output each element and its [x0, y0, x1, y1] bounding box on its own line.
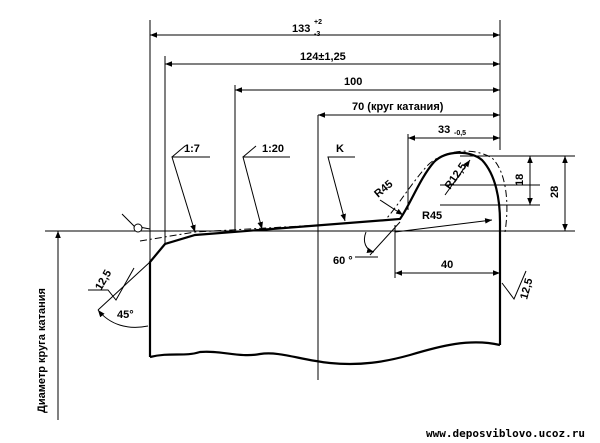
roughness-left: 12,5 [93, 268, 114, 293]
slope-1-20: 1:20 [262, 143, 284, 155]
dim-33-tol: -0,5 [454, 130, 466, 137]
dim-18: 18 [514, 174, 526, 186]
radius-r45-lower: R45 [422, 210, 442, 222]
dim-133-tol-lower: -3 [314, 31, 320, 38]
leader-k [327, 156, 355, 222]
nominal-profile-dashdot [139, 150, 508, 242]
surface-mark-circle [133, 223, 143, 233]
dim-100: 100 [344, 76, 362, 88]
leader-r45-lower [394, 218, 493, 233]
dim-133-tol-upper: +2 [314, 19, 322, 26]
dim-28: 28 [549, 186, 561, 198]
rolling-diameter-label: Диаметр круга катания [36, 288, 48, 413]
point-k: K [336, 143, 344, 155]
angle-60: 60 ° [333, 255, 353, 267]
roughness-right: 12,5 [518, 277, 535, 301]
leader-1-20 [242, 156, 290, 230]
wheel-profile-outline [148, 151, 502, 357]
dim-70-rolling-circle: 70 (круг катания) [352, 101, 444, 113]
dim-40: 40 [441, 259, 453, 271]
radius-r45-upper: R45 [372, 178, 395, 200]
dim-133: 133 [292, 23, 310, 35]
slope-1-7: 1:7 [184, 143, 200, 155]
radius-r12-5: R12,5 [443, 161, 470, 192]
leader-1-7 [171, 156, 210, 233]
roughness-symbol-left [88, 267, 135, 301]
dim-124: 124±1,25 [300, 51, 346, 63]
angle-45: 45° [117, 309, 134, 321]
watermark[interactable]: www.deposviblovo.ucoz.ru [426, 427, 585, 440]
angle-arc-60 [363, 231, 375, 254]
angle-arc-45 [97, 309, 149, 328]
dim-33: 33 [438, 124, 450, 136]
leader-r45-upper [379, 199, 404, 216]
roughness-symbol-right [501, 270, 527, 300]
break-line [149, 341, 501, 366]
leader-r12-5 [444, 159, 471, 196]
